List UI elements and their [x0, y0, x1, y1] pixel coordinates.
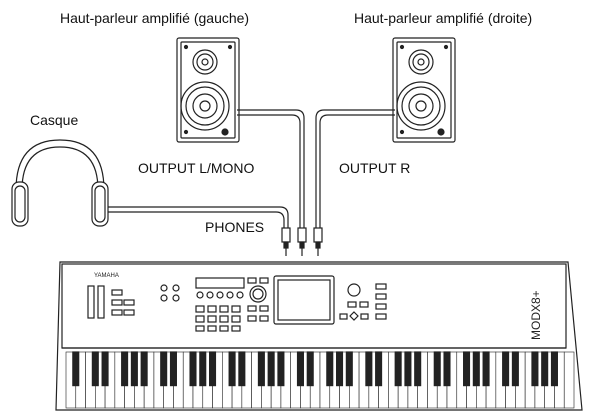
black-key	[472, 351, 480, 387]
black-key	[199, 351, 207, 387]
black-key	[121, 351, 129, 387]
cable-headphones	[96, 206, 289, 228]
black-key	[72, 351, 80, 387]
cable-left-speaker	[237, 109, 305, 228]
black-key	[463, 351, 471, 387]
model-logo: MODX8+	[529, 290, 543, 340]
black-keys	[72, 351, 558, 387]
left-speaker-label: Haut-parleur amplifié (gauche)	[60, 10, 250, 26]
black-key	[209, 351, 217, 387]
black-key	[140, 351, 148, 387]
cable-right-speaker	[315, 109, 395, 228]
black-key	[511, 351, 519, 387]
black-key	[326, 351, 334, 387]
black-key	[267, 351, 275, 387]
keyboard-icon: YAMAHA MODX8+	[55, 261, 583, 411]
black-key	[238, 351, 246, 387]
jack-plug-icon	[281, 227, 323, 256]
output-r-label: OUTPUT R	[339, 160, 411, 176]
black-key	[189, 351, 197, 387]
black-key	[433, 351, 441, 387]
black-key	[169, 351, 177, 387]
black-key	[550, 351, 558, 387]
black-key	[101, 351, 109, 387]
black-key	[257, 351, 265, 387]
black-key	[414, 351, 422, 387]
white-key	[563, 351, 575, 409]
headphones-icon	[11, 139, 109, 227]
black-key	[306, 351, 314, 387]
black-key	[502, 351, 510, 387]
black-key	[336, 351, 344, 387]
brand-logo: YAMAHA	[94, 273, 119, 279]
black-key	[541, 351, 549, 387]
black-key	[375, 351, 383, 387]
black-key	[394, 351, 402, 387]
left-speaker-icon	[176, 37, 240, 143]
black-key	[277, 351, 285, 387]
black-key	[531, 351, 539, 387]
black-key	[345, 351, 353, 387]
black-key	[228, 351, 236, 387]
output-l-mono-label: OUTPUT L/MONO	[138, 160, 255, 176]
headphones-label: Casque	[30, 112, 79, 128]
black-key	[404, 351, 412, 387]
black-key	[365, 351, 373, 387]
right-speaker-icon	[392, 37, 456, 143]
black-key	[296, 351, 304, 387]
black-key	[482, 351, 490, 387]
black-key	[160, 351, 168, 387]
black-key	[130, 351, 138, 387]
black-key	[443, 351, 451, 387]
right-speaker-label: Haut-parleur amplifié (droite)	[354, 10, 533, 26]
phones-label: PHONES	[205, 219, 265, 235]
black-key	[91, 351, 99, 387]
